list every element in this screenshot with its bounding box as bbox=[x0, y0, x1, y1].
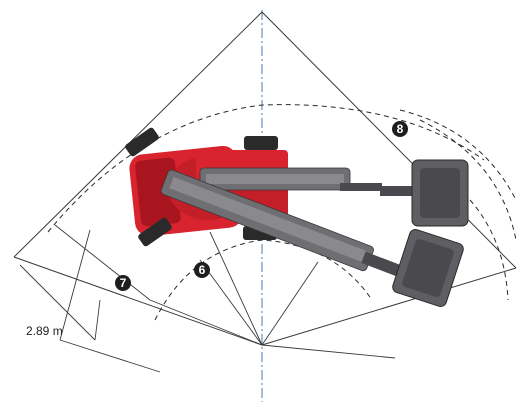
basket-upper bbox=[411, 159, 469, 227]
outer-swing-arcs bbox=[47, 104, 517, 301]
tyre-front-right bbox=[244, 136, 278, 150]
tyre-rear-left bbox=[138, 217, 172, 247]
boom-main bbox=[160, 169, 408, 279]
marker-7-label: 7 bbox=[120, 276, 127, 290]
dimension-indicator bbox=[19, 264, 101, 341]
basket-lower bbox=[392, 229, 464, 307]
boom-upper bbox=[199, 167, 416, 196]
dimension-label: 2.89 m bbox=[26, 324, 63, 338]
tyre-front-left bbox=[125, 127, 159, 157]
marker-6: 6 bbox=[194, 262, 210, 278]
construction-lines bbox=[54, 224, 396, 373]
marker-8: 8 bbox=[392, 121, 408, 137]
marker-7: 7 bbox=[115, 275, 131, 291]
inner-swing-arc bbox=[154, 239, 373, 321]
marker-6-label: 6 bbox=[199, 263, 206, 277]
marker-8-label: 8 bbox=[397, 122, 404, 136]
